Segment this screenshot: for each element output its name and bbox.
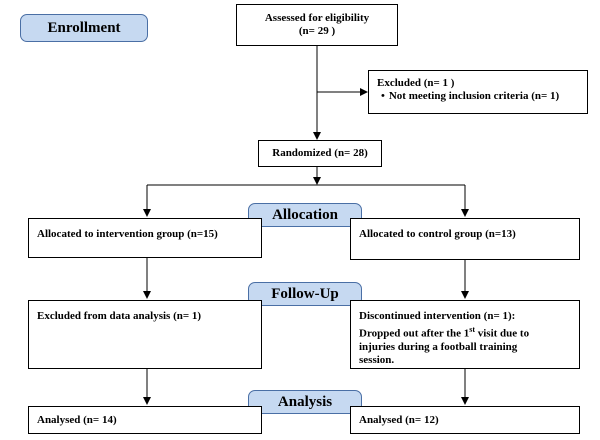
control-followup-line2-pre: Dropped out after the 1 bbox=[359, 327, 470, 340]
intervention-analysis-box: Analysed (n= 14) bbox=[28, 406, 262, 434]
control-followup-box: Discontinued intervention (n= 1): Droppe… bbox=[350, 300, 580, 369]
stage-enrollment: Enrollment bbox=[20, 14, 148, 42]
randomized-label: Randomized (n= 28) bbox=[272, 147, 368, 159]
control-analysis-box: Analysed (n= 12) bbox=[350, 406, 580, 434]
control-followup-line1: Discontinued intervention (n= 1): bbox=[359, 310, 516, 322]
excluded-box: Excluded (n= 1 ) • Not meeting inclusion… bbox=[368, 70, 588, 114]
intervention-followup-label: Excluded from data analysis (n= 1) bbox=[37, 310, 202, 322]
control-followup-line4: session. bbox=[359, 353, 395, 366]
assessed-box: Assessed for eligibility (n= 29 ) bbox=[236, 4, 398, 46]
stage-analysis: Analysis bbox=[248, 390, 362, 414]
randomized-box: Randomized (n= 28) bbox=[258, 140, 382, 167]
intervention-analysis-label: Analysed (n= 14) bbox=[37, 414, 117, 426]
stage-followup-label: Follow-Up bbox=[271, 285, 339, 302]
stage-allocation: Allocation bbox=[248, 203, 362, 227]
excluded-reason-row: • Not meeting inclusion criteria (n= 1) bbox=[381, 90, 579, 103]
control-followup-line2-post: visit due to bbox=[474, 327, 530, 340]
stage-followup: Follow-Up bbox=[248, 282, 362, 306]
control-followup-line2-sup: st bbox=[469, 325, 475, 334]
assessed-count: (n= 29 ) bbox=[298, 25, 336, 37]
control-analysis-label: Analysed (n= 12) bbox=[359, 414, 439, 426]
stage-allocation-label: Allocation bbox=[272, 206, 338, 223]
stage-analysis-label: Analysis bbox=[277, 393, 333, 410]
assessed-label: Assessed for eligibility bbox=[264, 12, 370, 24]
control-followup-line3: injuries during a football training bbox=[359, 340, 518, 353]
intervention-allocation-label: Allocated to intervention group (n=15) bbox=[37, 228, 218, 240]
bullet-icon: • bbox=[381, 90, 385, 102]
stage-enrollment-label: Enrollment bbox=[47, 19, 121, 36]
control-followup-line2: Dropped out after the 1st visit due to bbox=[359, 323, 571, 341]
intervention-allocation-box: Allocated to intervention group (n=15) bbox=[28, 218, 262, 258]
intervention-followup-box: Excluded from data analysis (n= 1) bbox=[28, 300, 262, 369]
control-allocation-label: Allocated to control group (n=13) bbox=[359, 228, 516, 240]
excluded-title: Excluded (n= 1 ) bbox=[377, 77, 455, 89]
control-allocation-box: Allocated to control group (n=13) bbox=[350, 218, 580, 260]
excluded-reason: Not meeting inclusion criteria (n= 1) bbox=[388, 90, 560, 102]
